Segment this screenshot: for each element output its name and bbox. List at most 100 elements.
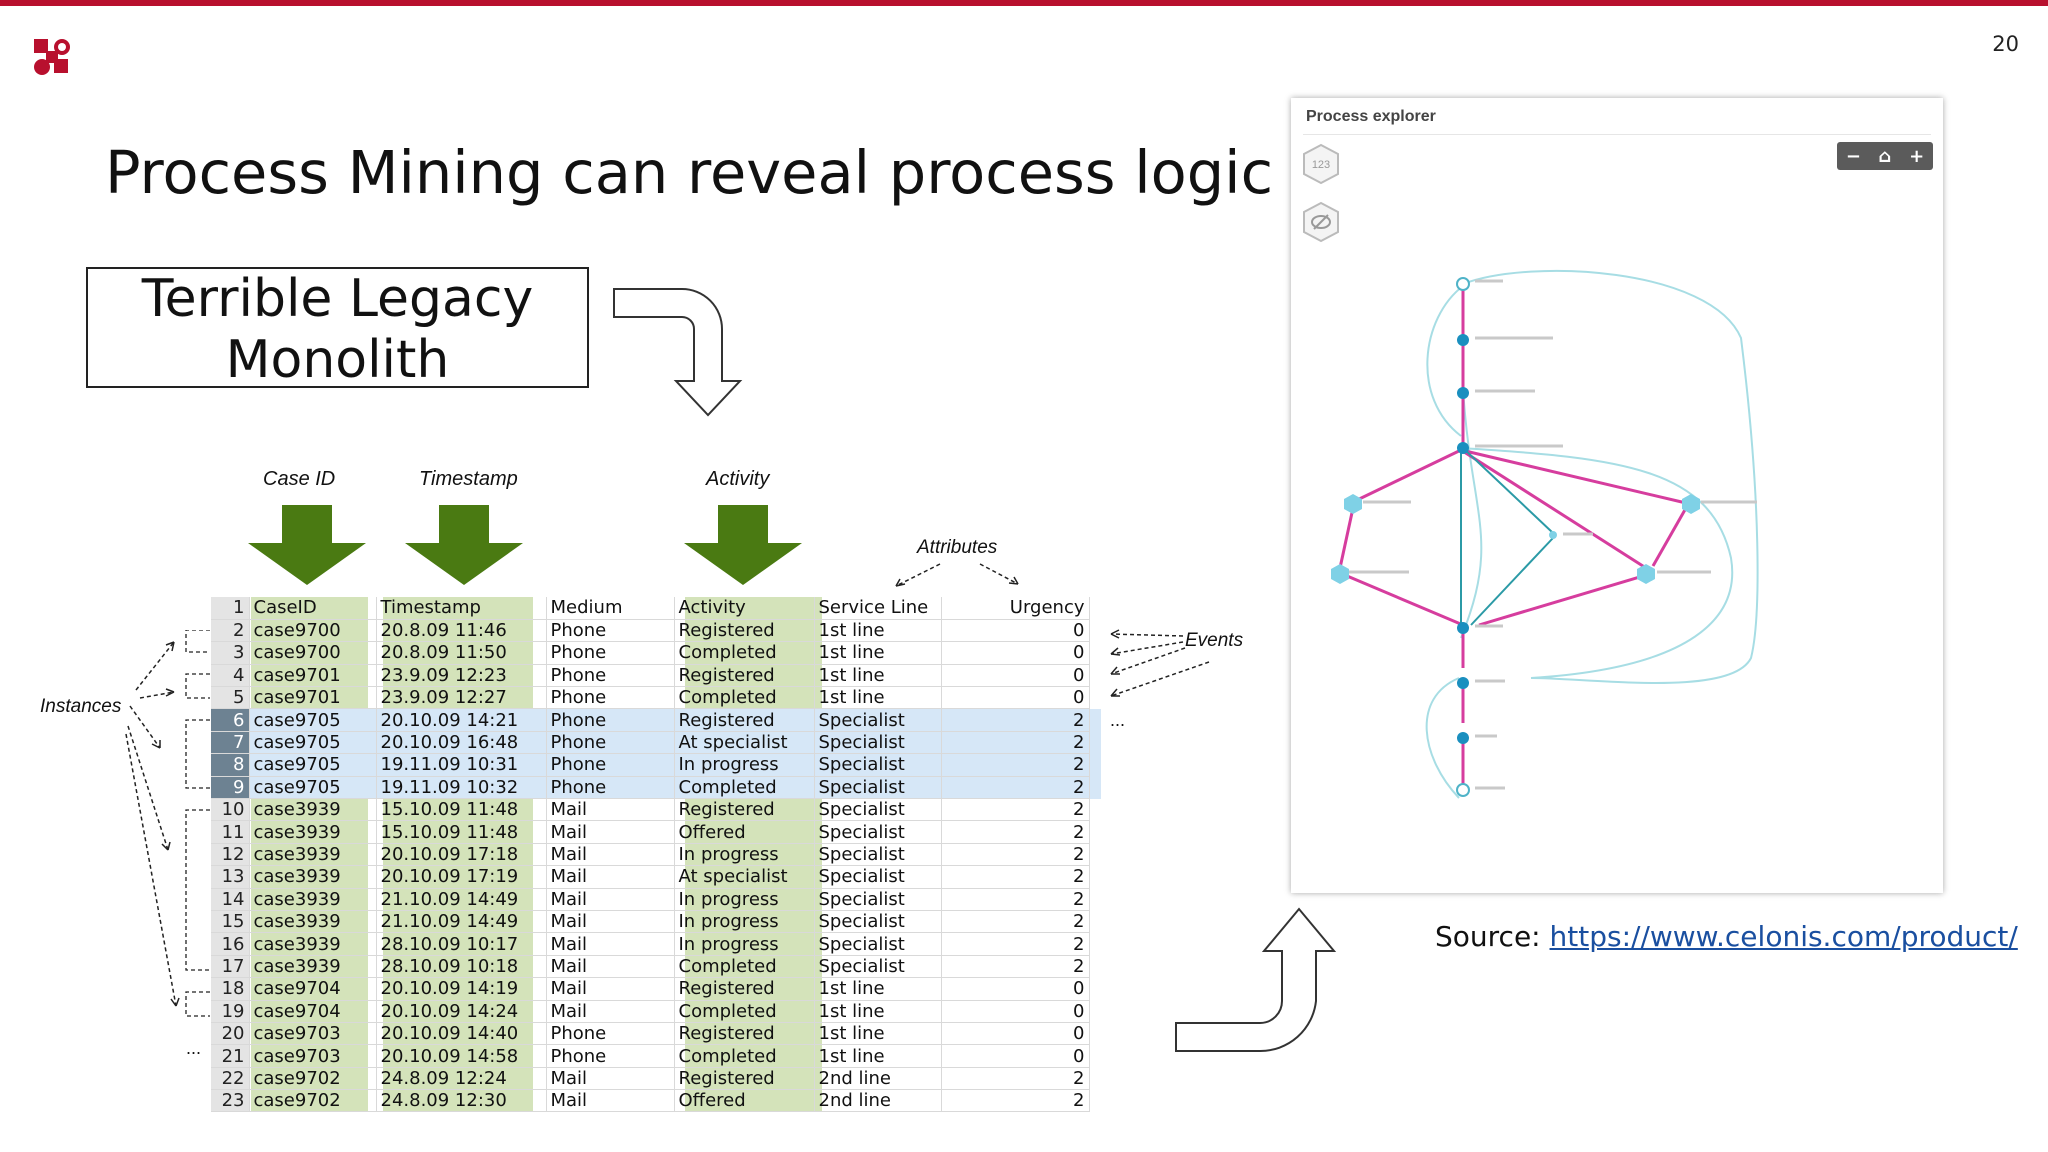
table-cell: Completed <box>674 955 815 979</box>
table-cell: Mail <box>546 798 675 822</box>
table-cell: Specialist <box>814 955 942 979</box>
table-cell: 20.10.09 14:40 <box>376 1022 547 1046</box>
source-link[interactable]: https://www.celonis.com/product/ <box>1549 920 2018 953</box>
table-cell: 20.10.09 17:18 <box>376 843 547 867</box>
row-number-cell: 20 <box>211 1022 250 1046</box>
row-number-cell: 9 <box>211 776 250 800</box>
table-cell: Phone <box>546 664 675 688</box>
table-cell: Specialist <box>814 865 942 889</box>
table-cell: 20.10.09 14:19 <box>376 977 547 1001</box>
activity-label: Activity <box>706 468 770 490</box>
row-number-cell: 4 <box>211 664 250 688</box>
table-cell: 20.10.09 14:24 <box>376 1000 547 1023</box>
process-explorer-title: Process explorer <box>1306 108 1436 125</box>
table-cell: 2 <box>941 708 1090 732</box>
table-cell: 20.8.09 11:46 <box>376 619 547 643</box>
explorer-divider <box>1303 134 1931 135</box>
table-cell: 1st line <box>814 664 942 688</box>
table-cell: Registered <box>674 1022 815 1046</box>
zoom-in-button[interactable]: + <box>1909 145 1925 167</box>
table-cell: 21.10.09 14:49 <box>376 910 547 934</box>
row-number-cell: 19 <box>211 1000 250 1023</box>
events-label: Events <box>1185 630 1244 651</box>
table-cell: 1st line <box>814 1044 942 1068</box>
source-citation: Source: https://www.celonis.com/product/ <box>1435 920 2018 953</box>
table-cell: Mail <box>546 888 675 911</box>
table-cell: case3939 <box>249 865 377 889</box>
table-cell: 2 <box>941 865 1090 889</box>
table-cell: 21.10.09 14:49 <box>376 888 547 911</box>
table-cell: Phone <box>546 619 675 643</box>
row-number-cell: 1 <box>211 597 250 620</box>
table-cell: CaseID <box>249 597 377 620</box>
row-number-cell: 10 <box>211 798 250 822</box>
page-number: 20 <box>1992 32 2019 56</box>
green-down-arrow-icon <box>684 505 802 585</box>
table-cell: 23.9.09 12:27 <box>376 686 547 710</box>
table-cell: 2 <box>941 776 1090 800</box>
green-down-arrow-icon <box>248 505 366 585</box>
row-number-cell: 21 <box>211 1044 250 1068</box>
table-cell: Offered <box>674 820 815 844</box>
zoom-out-button[interactable]: − <box>1845 145 1861 167</box>
table-cell: Mail <box>546 865 675 889</box>
row-number-cell: 2 <box>211 619 250 643</box>
table-cell: 19.11.09 10:31 <box>376 753 547 777</box>
row-number-cell: 6 <box>211 708 250 732</box>
table-cell: 24.8.09 12:30 <box>376 1089 547 1112</box>
legacy-monolith-box: Terrible Legacy Monolith <box>86 267 589 390</box>
table-cell: 23.9.09 12:23 <box>376 664 547 688</box>
top-accent-bar <box>0 0 2048 6</box>
table-cell: 0 <box>941 664 1090 688</box>
table-cell: 2nd line <box>814 1089 942 1112</box>
logo-icon <box>34 39 70 75</box>
row-number-cell: 22 <box>211 1067 250 1091</box>
table-cell: 1st line <box>814 1022 942 1046</box>
table-cell: 2 <box>941 910 1090 934</box>
table-cell: Registered <box>674 619 815 643</box>
table-cell: 0 <box>941 1022 1090 1046</box>
table-cell: 20.8.09 11:50 <box>376 641 547 665</box>
row-number-cell: 18 <box>211 977 250 1001</box>
table-cell: 19.11.09 10:32 <box>376 776 547 800</box>
table-cell: 2 <box>941 1067 1090 1091</box>
row-number-cell: 14 <box>211 888 250 911</box>
table-cell: case3939 <box>249 888 377 911</box>
table-cell: 2 <box>941 820 1090 844</box>
table-cell: Specialist <box>814 753 942 777</box>
table-cell: 2 <box>941 955 1090 979</box>
table-cell: 1st line <box>814 641 942 665</box>
table-cell: Offered <box>674 1089 815 1112</box>
table-cell: case9705 <box>249 776 377 800</box>
table-cell: Mail <box>546 955 675 979</box>
table-cell: 1st line <box>814 619 942 643</box>
table-cell: case9704 <box>249 977 377 1001</box>
table-cell: Specialist <box>814 820 942 844</box>
table-cell: 0 <box>941 1044 1090 1068</box>
table-cell: 1st line <box>814 977 942 1001</box>
eye-hex-button[interactable] <box>1300 201 1342 243</box>
table-cell: Phone <box>546 731 675 755</box>
kpi-hex-button[interactable]: 123 <box>1300 143 1342 185</box>
table-cell: At specialist <box>674 731 815 755</box>
case-id-label: Case ID <box>263 468 336 490</box>
row-number-cell: 3 <box>211 641 250 665</box>
table-cell: case9700 <box>249 619 377 643</box>
table-cell: Registered <box>674 708 815 732</box>
table-cell: 0 <box>941 1000 1090 1023</box>
table-cell: At specialist <box>674 865 815 889</box>
home-button[interactable]: ⌂ <box>1878 145 1892 167</box>
